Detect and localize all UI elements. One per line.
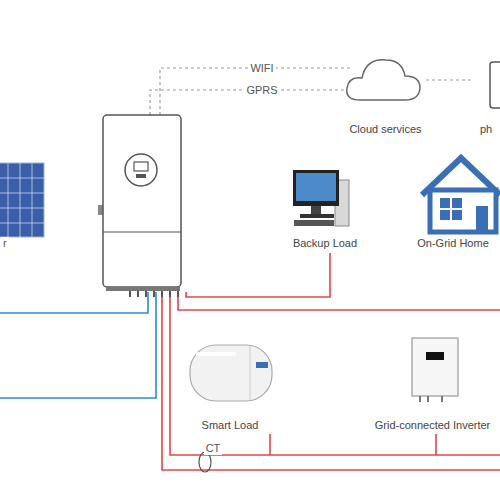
- link-label: WIFI: [248, 62, 275, 75]
- dashed-link: [426, 79, 474, 80]
- load-node: Backup Load: [280, 160, 370, 250]
- ac-wires: [162, 253, 500, 470]
- load-node: Smart Load: [180, 335, 280, 432]
- node-label: Backup Load: [292, 237, 358, 250]
- node-label: Cloud services: [348, 123, 422, 136]
- ct-sensor: [199, 452, 211, 472]
- cloud-node: Cloud services: [345, 50, 426, 136]
- wifi-link: [160, 68, 350, 115]
- home-icon: [422, 158, 500, 232]
- grid-inverter-icon: [412, 338, 458, 402]
- home-node: On-Grid Home: [408, 150, 498, 250]
- water-heater-icon: [190, 345, 272, 401]
- node-label: ph: [479, 123, 493, 136]
- node-label: Smart Load: [201, 419, 260, 432]
- link-label: GPRS: [244, 84, 279, 97]
- computer-icon: [293, 170, 349, 226]
- phone-icon: [490, 62, 500, 108]
- node-label: Grid-connected Inverter: [374, 419, 492, 432]
- cloud-icon: [347, 60, 420, 100]
- part-label: r: [1, 237, 9, 250]
- inverter-node: Grid-connected Inverter: [370, 330, 495, 432]
- node-label: On-Grid Home: [416, 237, 490, 250]
- solar-panel: [0, 163, 44, 237]
- phone-node: ph: [474, 60, 498, 136]
- battery-wire: [0, 292, 156, 398]
- part-label: CT: [204, 442, 223, 455]
- hybrid-inverter: [98, 115, 181, 297]
- pv-wire: [0, 292, 148, 313]
